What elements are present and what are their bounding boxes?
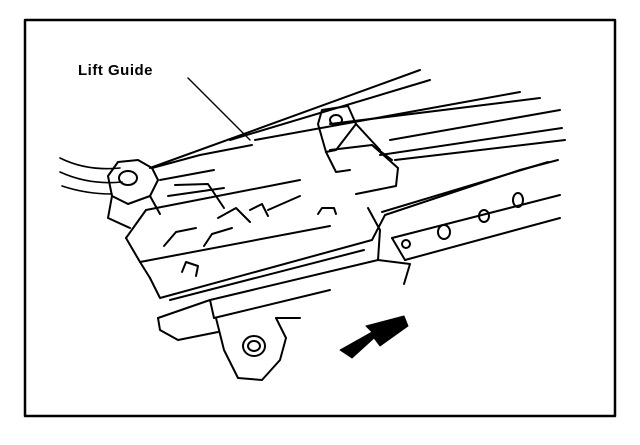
arrow-left-down-icon: [339, 315, 409, 359]
left-bracket: [107, 144, 253, 229]
front-slider: [157, 207, 411, 341]
upper-rail: [149, 69, 566, 169]
figure-frame: [23, 18, 617, 418]
cable: [59, 157, 123, 195]
lower-rail: [149, 159, 561, 299]
lift-guide-label: Lift Guide: [78, 62, 153, 79]
upper-bracket: [317, 105, 399, 195]
middle-body: [125, 179, 331, 279]
leader-line: [187, 77, 251, 141]
bottom-tab: [215, 317, 301, 381]
